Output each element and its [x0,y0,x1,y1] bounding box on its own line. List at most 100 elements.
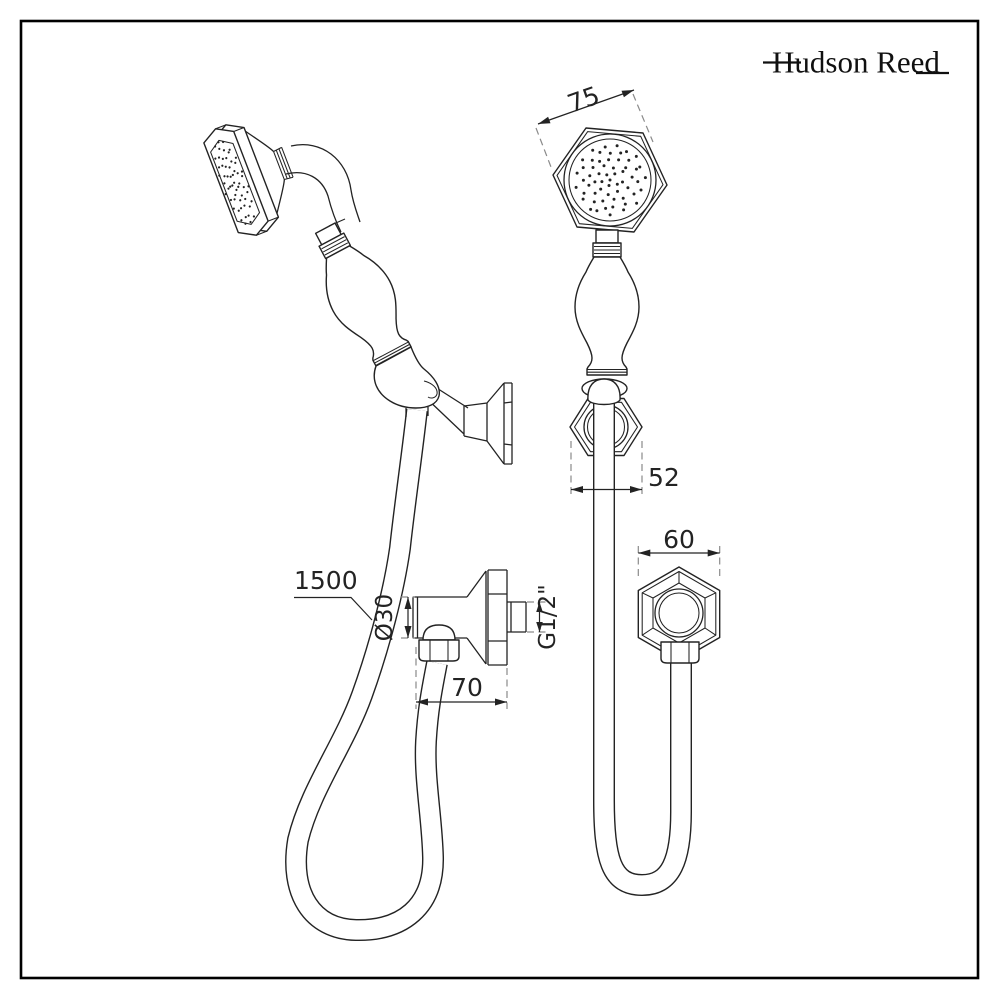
handle-end-ball [587,378,621,406]
nozzle-dot [227,187,230,190]
nozzle-dot [608,178,612,182]
nozzle-dot [630,175,634,179]
nozzle-dot [235,188,238,191]
nozzle-dot [593,191,597,195]
nozzle-dot [252,215,256,218]
nozzle-dot [592,200,596,204]
thread-size-label: G1/2" [535,584,561,649]
nozzle-dot [623,202,627,206]
outlet-width-label: 60 [663,525,695,554]
faceplate-inner-ring [568,138,652,222]
nozzle-dot [218,174,221,177]
nozzle-dot [214,145,217,148]
outlet-ring-inner [658,592,700,634]
nozzle-dot [632,192,636,196]
nozzle-dot [230,160,233,163]
nozzle-dot [227,151,230,154]
nozzle-dot [604,206,608,210]
thread-stub [507,601,527,633]
head-faceplate-inset [210,139,261,225]
nozzle-dot [600,180,604,184]
nozzle-dot [638,165,642,169]
dim-bracket-width: 52 [570,441,680,496]
nozzle-dot [615,182,619,186]
nozzle-dot [622,208,626,212]
nozzle-dot [612,197,616,201]
side-view: 1500 Ø30 G1/2" 70 [203,124,561,942]
nozzle-dot [218,147,221,150]
nozzle-dot [634,167,638,171]
dim-connector-diameter: Ø30 [372,594,415,641]
nozzle-dot [636,180,640,184]
nozzle-dot [224,192,227,196]
outlet-hose-nut [660,641,700,664]
head-hexagon-inner [556,131,664,229]
nozzle-dot [221,140,225,144]
outlet-ring-outer [654,588,704,638]
head-face-side [203,128,269,236]
connector-diameter-label: Ø30 [372,594,398,641]
nozzle-dot [234,193,237,197]
shower-hose-front [593,398,692,897]
dim-outlet-projection: 70 [415,647,508,709]
nozzle-dot [603,145,607,149]
nozzle-dot [237,185,240,188]
nozzle-dot [229,175,232,178]
hose-nut [418,639,460,662]
nozzle-dot [575,171,579,175]
nozzle-dot [639,188,643,192]
nozzle-dot [591,166,595,169]
nozzle-dot [613,172,617,176]
spray-nozzles-front [574,144,647,217]
wall-outlet-front [637,566,721,664]
nozzle-dot [226,175,229,178]
nozzle-dot [621,180,624,184]
dim-thread-size: G1/2" [527,584,561,650]
nozzle-dot [223,182,226,185]
nozzle-dot [249,220,252,224]
nozzle-dot [582,191,586,195]
nozzle-dot [635,201,639,205]
nozzle-dot [589,207,593,211]
nozzle-dot [602,164,606,168]
nozzle-dot [621,170,625,173]
nozzle-dot [222,149,226,152]
head-neck-rings [273,146,294,181]
nozzle-dot [626,186,630,190]
nozzle-dot [244,197,247,201]
nozzle-dot [588,174,592,178]
nozzle-dot [607,184,611,187]
nozzle-dot [608,151,612,155]
nozzle-dot [601,199,605,203]
nozzle-dot [617,158,621,162]
nozzle-dot [621,196,625,200]
faceplate-outer-ring [563,133,657,227]
nozzle-dot [229,198,233,202]
nozzle-dot [228,166,231,169]
hose-length-label: 1500 [294,566,358,595]
nozzle-dot [243,204,246,207]
nozzle-dot [608,213,612,217]
nozzle-dot [247,185,250,188]
nozzle-dot [611,205,615,209]
dim-hose-length: 1500 [294,566,373,621]
nozzle-dot [232,207,235,210]
drawing-frame [19,19,980,980]
nozzle-dot [591,148,595,152]
nozzle-dot [250,200,253,203]
nozzle-dot [240,175,244,178]
nozzle-dot [238,182,241,185]
nozzle-dot [224,165,227,168]
nozzle-dot [217,141,220,144]
nozzle-dot [627,158,631,162]
nozzle-dot [595,209,599,213]
nozzle-dot [587,183,591,187]
nozzle-dot [625,150,628,154]
nozzle-dot [615,144,619,148]
nozzle-dot [247,214,250,217]
nozzle-dot [248,205,251,208]
nozzle-dot [221,157,224,160]
outlet-projection-label: 70 [451,673,483,702]
nozzle-dot [231,173,234,177]
